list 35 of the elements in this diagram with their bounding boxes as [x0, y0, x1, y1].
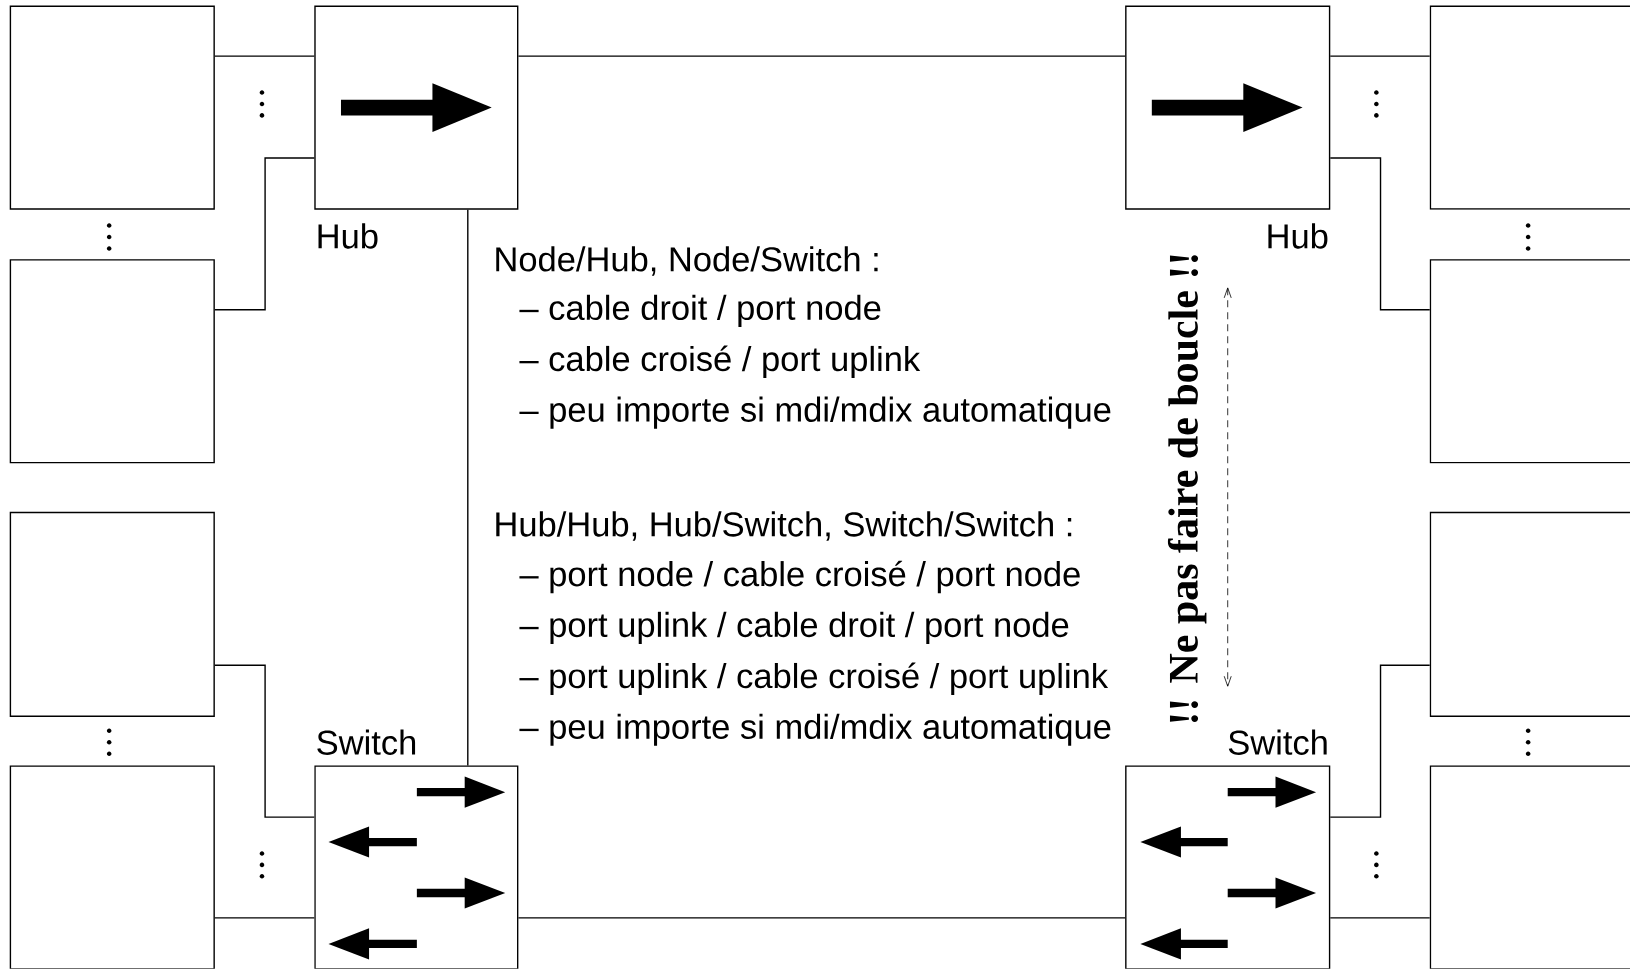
node-label: Hub — [318, 223, 378, 249]
note-text: – port node / cable croisé / port node — [519, 560, 1080, 594]
computer-box — [9, 5, 215, 210]
connector-line — [467, 209, 469, 767]
note-text: Node/Hub, Node/Switch : — [496, 246, 878, 276]
computer-box — [1429, 765, 1630, 969]
note-text: – peu importe si mdi/mdix automatique — [519, 396, 1111, 429]
note-text: – port uplink / cable droit / port node — [519, 611, 1069, 645]
arrow — [1223, 287, 1232, 687]
note-text: Hub/Hub, Hub/Switch, Switch/Switch : — [496, 511, 1072, 541]
connector-line — [214, 664, 315, 818]
hub-box: Hub — [1125, 5, 1331, 249]
note-text: – cable croisé / port uplink — [519, 345, 921, 379]
note-text: – cable droit / port node — [519, 294, 881, 327]
node-label: Hub — [1268, 223, 1328, 249]
connector-line — [1329, 917, 1431, 919]
computer-box — [9, 765, 215, 969]
connector-line — [517, 55, 1126, 57]
connector-line — [214, 157, 315, 311]
note-text: – peu importe si mdi/mdix automatique — [519, 713, 1111, 746]
computer-box — [1429, 5, 1630, 210]
note-text: – port uplink / cable croisé / port uplink — [519, 662, 1109, 696]
warning-text: !! Ne pas faire de boucle !! — [1167, 255, 1207, 723]
computer-box — [9, 511, 215, 718]
node-label: Switch — [1228, 729, 1327, 755]
connector-line — [1329, 664, 1431, 818]
connector-line — [214, 55, 315, 57]
connector-line — [1329, 157, 1431, 311]
computer-box — [1429, 259, 1630, 464]
computer-box — [9, 259, 215, 464]
computer-box — [1429, 511, 1630, 718]
connector-line — [517, 917, 1126, 919]
connector-line — [214, 917, 315, 919]
node-label: Switch — [317, 729, 416, 755]
connector-line — [1329, 55, 1431, 57]
